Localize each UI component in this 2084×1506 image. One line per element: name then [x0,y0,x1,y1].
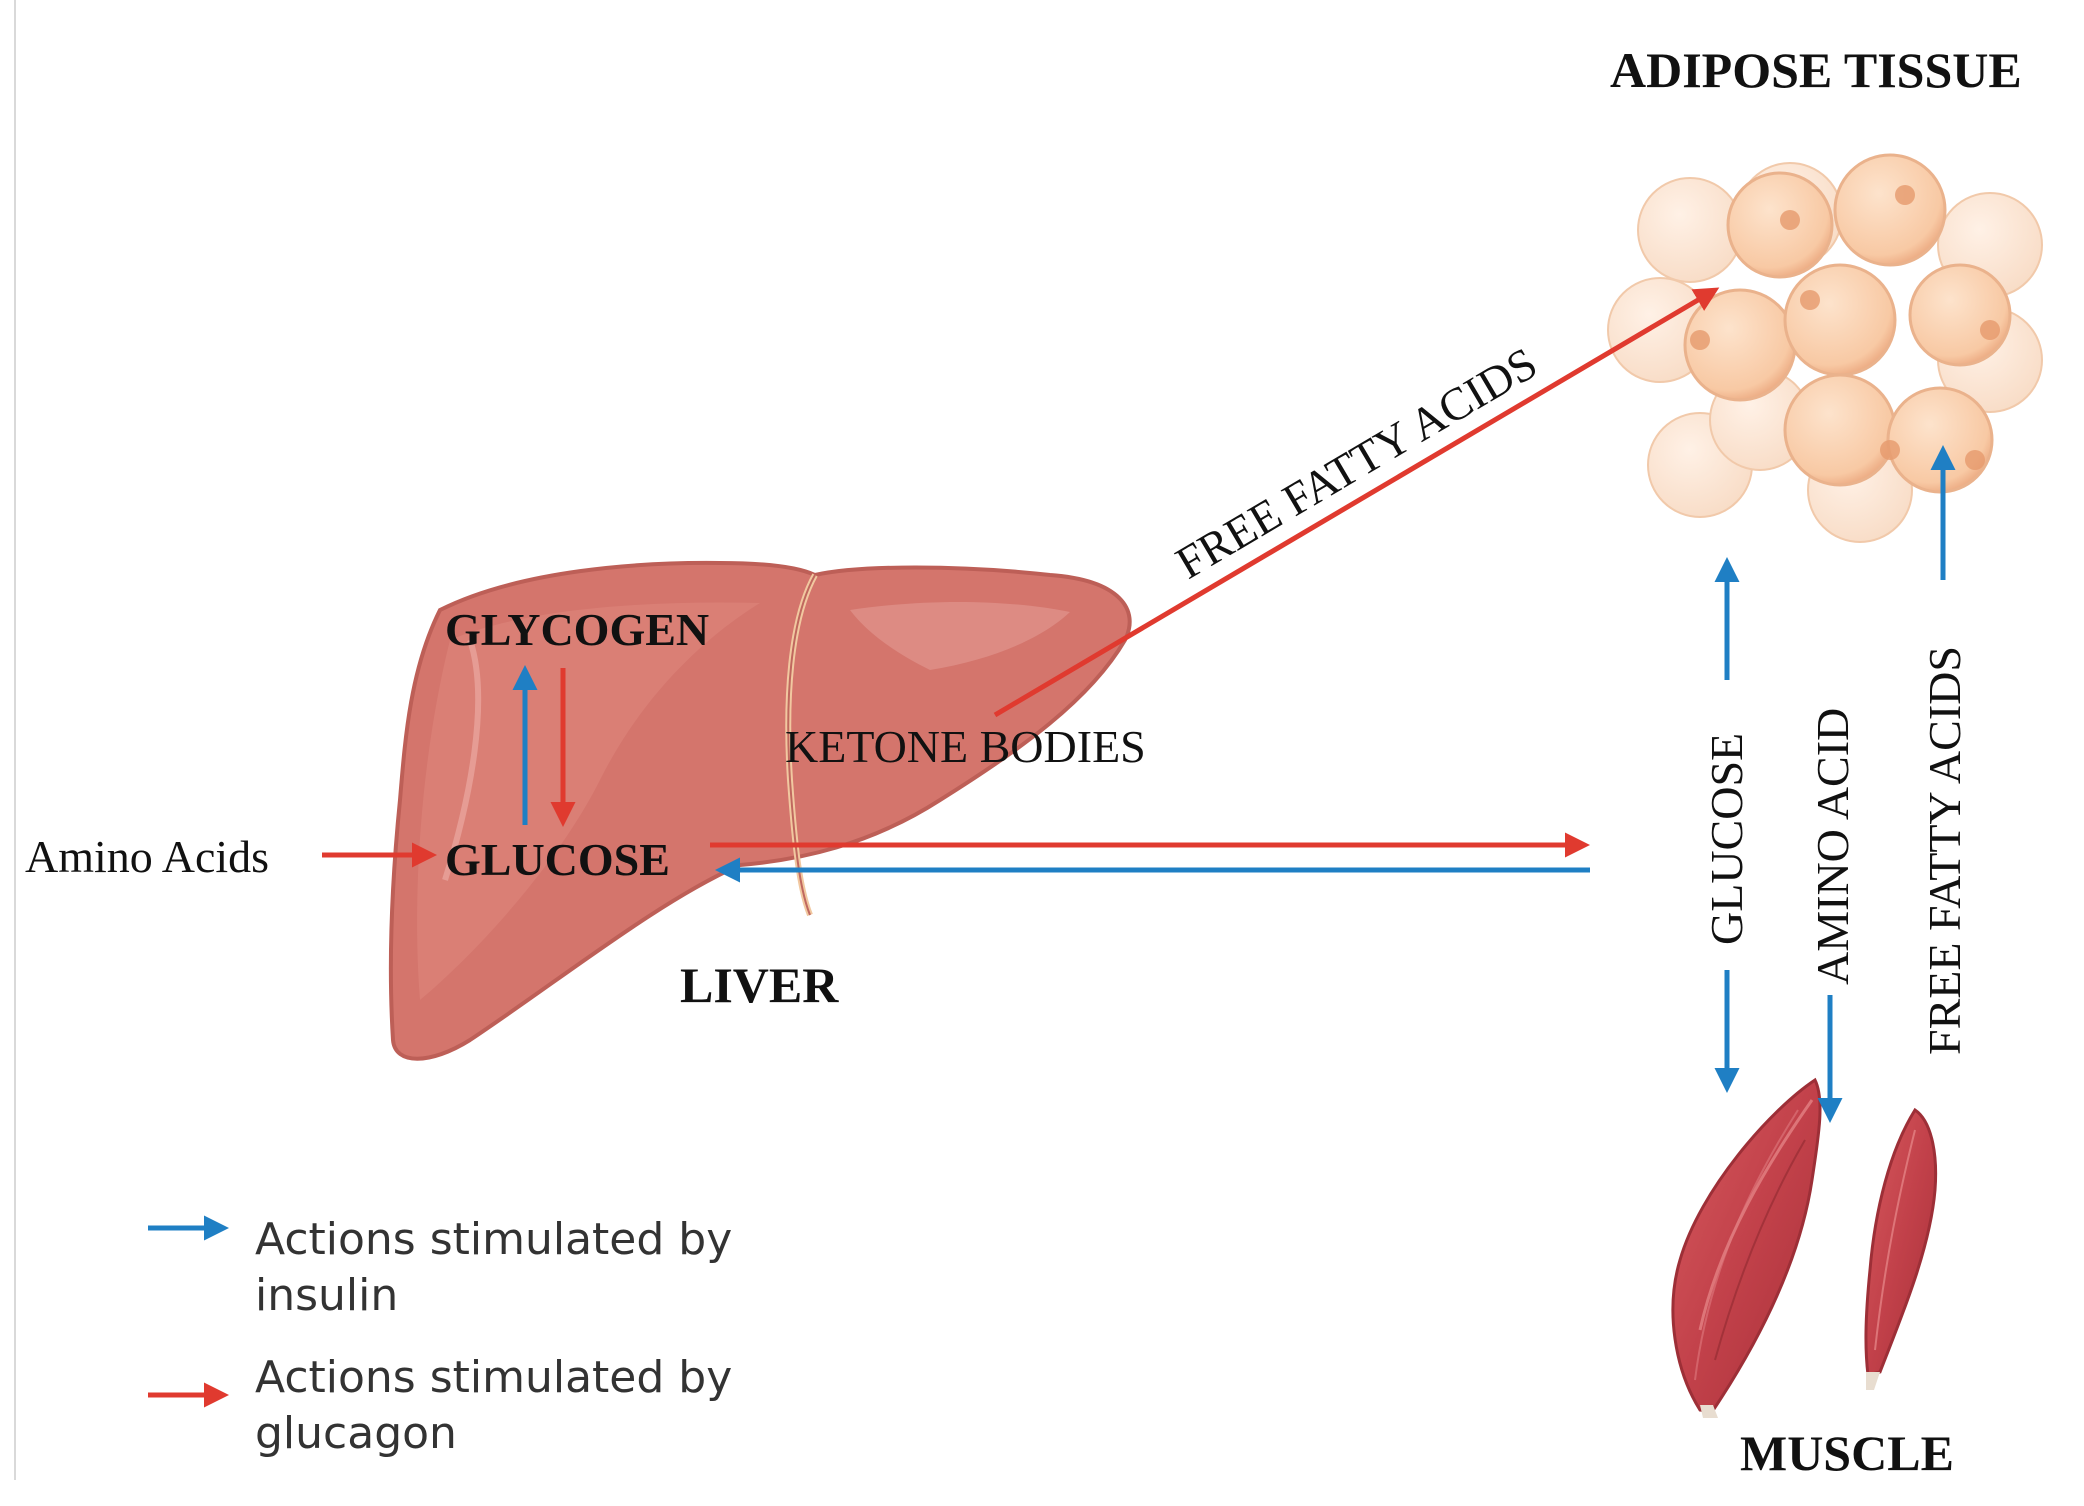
liver-illustration [388,560,1132,1061]
legend-insulin-text: Actions stimulated by insulin [255,1212,732,1324]
legend-glucagon-text: Actions stimulated by glucagon [255,1350,732,1462]
ketone-bodies-label: KETONE BODIES [785,721,1146,772]
legend-insulin-line1: Actions stimulated by [255,1214,733,1265]
legend-glucagon-line2: glucagon [255,1408,457,1459]
arrow-ketone-to-adipose [993,287,1720,718]
glucose-label: GLUCOSE [445,834,670,885]
arrows [148,287,1956,1408]
adipose-cells-illustration [1607,153,2043,543]
legend-glucagon-line1: Actions stimulated by [255,1352,733,1403]
amino-acids-label: Amino Acids [25,831,269,882]
muscle-label: MUSCLE [1740,1425,1954,1481]
free-fatty-acids-diagonal-label: FREE FATTY ACIDS [1167,337,1545,589]
glycogen-label: GLYCOGEN [445,604,709,655]
liver-label: LIVER [680,957,839,1013]
amino-acid-vertical-label: AMINO ACID [1807,708,1858,985]
muscle-illustration [1671,1077,1938,1418]
free-fatty-acids-vertical-label: FREE FATTY ACIDS [1919,646,1970,1055]
glucose-vertical-label: GLUCOSE [1701,733,1752,945]
legend-insulin-line2: insulin [255,1270,399,1321]
adipose-tissue-label: ADIPOSE TISSUE [1610,42,2022,98]
